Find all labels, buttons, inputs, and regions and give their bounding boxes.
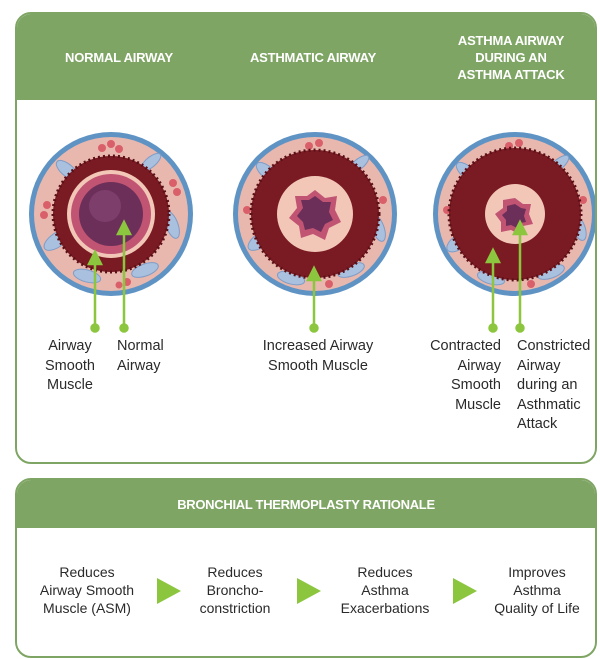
step-arrow-1 xyxy=(157,578,181,604)
rationale-title: BRONCHIAL THERMOPLASTY RATIONALE xyxy=(17,480,595,528)
step-arrow-2 xyxy=(297,578,321,604)
step-reduces-bronchoconstriction: Reduces Broncho- constriction xyxy=(185,563,285,617)
label-pointers xyxy=(17,14,597,464)
label-contracted-asm: Contracted Airway Smooth Muscle xyxy=(421,337,501,415)
label-constricted-airway: Constricted Airway during an Asthmatic A… xyxy=(517,337,590,435)
rationale-header-bar: BRONCHIAL THERMOPLASTY RATIONALE xyxy=(17,480,595,528)
step-reduces-exacerbations: Reduces Asthma Exacerbations xyxy=(325,563,445,617)
label-normal-airway: Normal Airway xyxy=(117,337,164,376)
step-reduces-asm: Reduces Airway Smooth Muscle (ASM) xyxy=(23,563,151,617)
airway-comparison-panel: NORMAL AIRWAY ASTHMATIC AIRWAY ASTHMA AI… xyxy=(15,12,597,464)
label-airway-smooth-muscle: Airway Smooth Muscle xyxy=(45,337,95,396)
step-arrow-3 xyxy=(453,578,477,604)
label-increased-asm: Increased Airway Smooth Muscle xyxy=(243,337,393,376)
step-improves-quality-of-life: Improves Asthma Quality of Life xyxy=(479,563,595,617)
rationale-panel: BRONCHIAL THERMOPLASTY RATIONALE Reduces… xyxy=(15,478,597,658)
